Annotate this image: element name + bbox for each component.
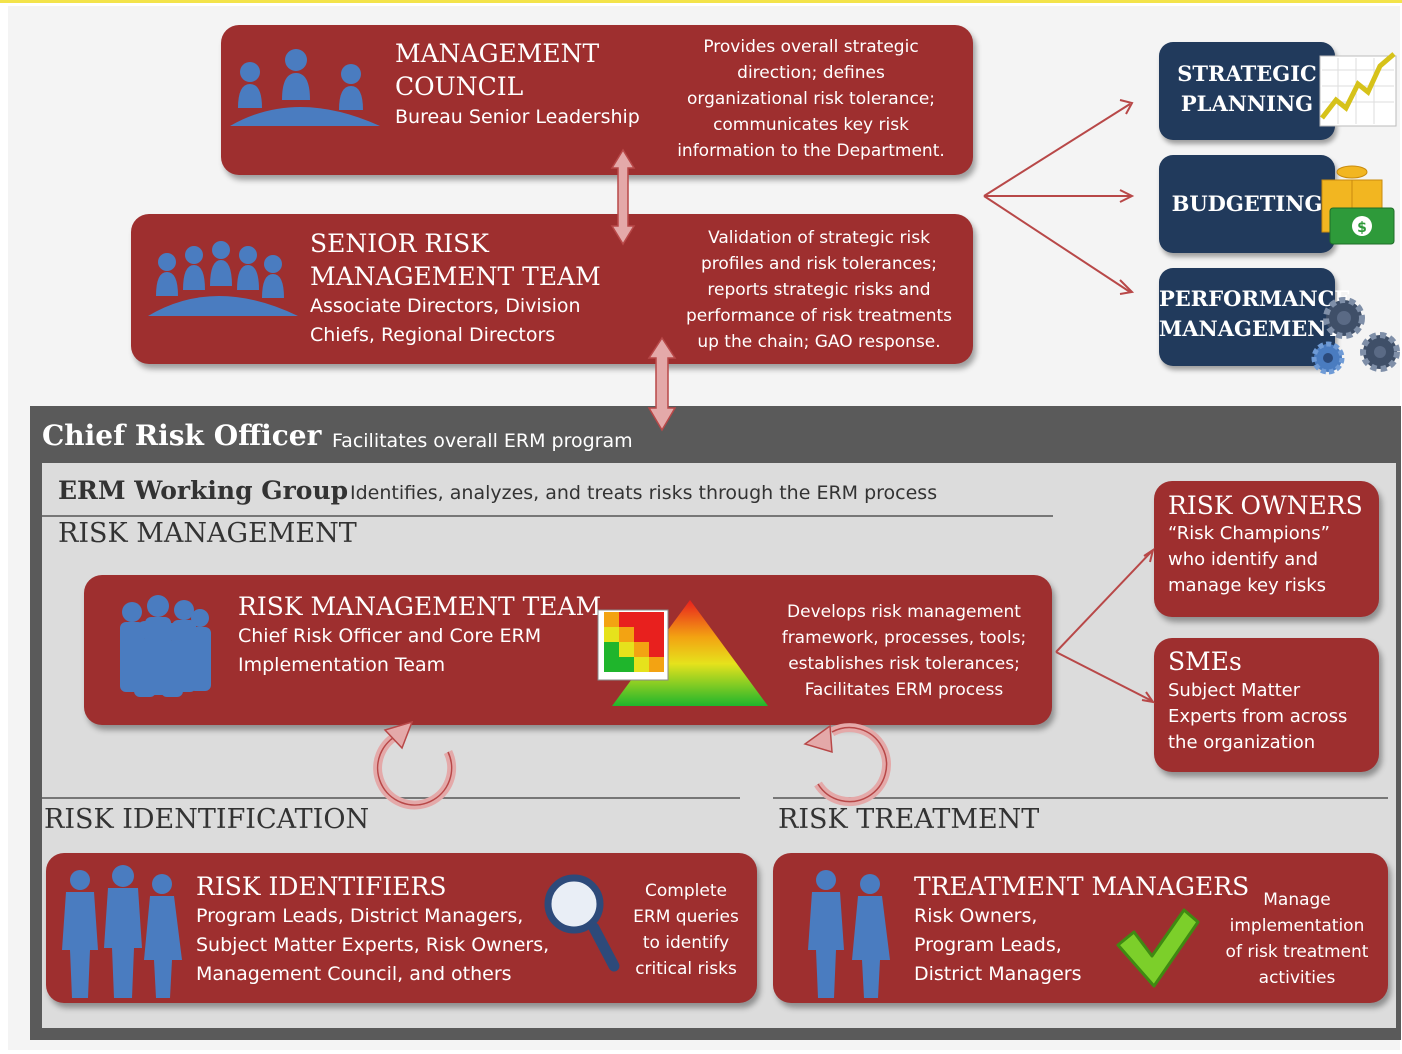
- performance-management-label: PERFORMANCE: [1159, 286, 1351, 311]
- risk-owners-description: “Risk Champions” who identify and manage…: [1168, 521, 1330, 599]
- desc-line: Manage: [1263, 890, 1331, 910]
- risk-identifiers-description: Complete ERM queries to identify critica…: [624, 878, 748, 982]
- erm-title: ERM Working Group: [58, 476, 349, 505]
- risk-management-team-subtitle: Chief Risk Officer and Core ERM Implemen…: [238, 622, 541, 680]
- smes-box: [1154, 638, 1379, 772]
- top-border: [0, 0, 1402, 3]
- cro-title: Chief Risk Officer: [42, 419, 322, 452]
- desc-line: activities: [1258, 968, 1336, 988]
- subtitle-line: Chief Risk Officer and Core ERM: [238, 625, 542, 647]
- desc-line: Experts from across: [1168, 706, 1348, 727]
- desc-line: Develops risk management: [787, 602, 1021, 622]
- desc-line: critical risks: [635, 959, 737, 979]
- desc-line: of risk treatment: [1225, 942, 1369, 962]
- subtitle-line: Management Council, and others: [196, 963, 512, 985]
- desc-line: communicates key risk: [713, 115, 909, 135]
- desc-line: Validation of strategic risk: [708, 228, 930, 248]
- performance-management-box: PERFORMANCE MANAGEMENT: [1159, 268, 1351, 366]
- desc-line: organizational risk tolerance;: [686, 89, 936, 109]
- risk-management-team-description: Develops risk management framework, proc…: [766, 599, 1042, 703]
- desc-line: “Risk Champions”: [1168, 523, 1330, 544]
- desc-line: profiles and risk tolerances;: [701, 254, 937, 274]
- section-risk-identification: RISK IDENTIFICATION: [44, 804, 370, 835]
- management-council-title-1: MANAGEMENT: [395, 39, 600, 68]
- management-council-subtitle: Bureau Senior Leadership: [395, 106, 640, 128]
- desc-line: establishes risk tolerances;: [788, 654, 1020, 674]
- risk-owners-box: [1154, 481, 1379, 617]
- risk-identifiers-subtitle: Program Leads, District Managers, Subjec…: [196, 902, 549, 989]
- subtitle-line: Program Leads, District Managers,: [196, 905, 524, 927]
- senior-risk-team-title-1: SENIOR RISK: [310, 229, 489, 258]
- senior-risk-team-subtitle: Associate Directors, Division Chiefs, Re…: [310, 292, 581, 350]
- desc-line: Facilitates ERM process: [804, 680, 1004, 700]
- subtitle-line: District Managers: [914, 963, 1082, 985]
- treatment-managers-description: Manage implementation of risk treatment …: [1216, 887, 1378, 991]
- strategic-planning-label: PLANNING: [1180, 91, 1314, 116]
- budgeting-label: BUDGETING: [1171, 191, 1323, 216]
- desc-line: who identify and: [1168, 549, 1319, 570]
- desc-line: information to the Department.: [677, 141, 945, 161]
- senior-risk-team-title-2: MANAGEMENT TEAM: [310, 262, 601, 291]
- subtitle-line: Program Leads,: [914, 934, 1062, 956]
- desc-line: Subject Matter: [1168, 680, 1301, 701]
- management-council-title-2: COUNCIL: [395, 72, 524, 101]
- identification-divider: [42, 797, 740, 799]
- desc-line: manage key risks: [1168, 575, 1327, 596]
- senior-risk-team-description: Validation of strategic risk profiles an…: [668, 225, 970, 355]
- desc-line: Provides overall strategic: [703, 37, 919, 57]
- desc-line: ERM queries: [633, 907, 739, 927]
- desc-line: Complete: [645, 881, 727, 901]
- desc-line: implementation: [1229, 916, 1365, 936]
- risk-management-team-box: [84, 575, 1052, 725]
- performance-management-label: MANAGEMENT: [1159, 316, 1343, 341]
- subtitle-line: Chiefs, Regional Directors: [310, 324, 556, 346]
- desc-line: up the chain; GAO response.: [697, 332, 941, 352]
- desc-line: reports strategic risks and: [707, 280, 931, 300]
- smes-description: Subject Matter Experts from across the o…: [1168, 678, 1347, 756]
- section-risk-treatment: RISK TREATMENT: [778, 804, 1040, 835]
- erm-divider: [42, 515, 1053, 517]
- risk-identifiers-title: RISK IDENTIFIERS: [196, 872, 447, 901]
- management-council-description: Provides overall strategic direction; de…: [660, 34, 962, 164]
- erm-description: Identifies, analyzes, and treats risks t…: [350, 482, 938, 504]
- desc-line: the organization: [1168, 732, 1316, 753]
- cro-description: Facilitates overall ERM program: [332, 430, 633, 452]
- subtitle-line: Risk Owners,: [914, 905, 1038, 927]
- subtitle-line: Implementation Team: [238, 654, 446, 676]
- strategic-planning-label: STRATEGIC: [1177, 61, 1317, 86]
- treatment-managers-title: TREATMENT MANAGERS: [914, 872, 1250, 901]
- strategic-planning-box: STRATEGIC PLANNING: [1159, 42, 1335, 140]
- subtitle-line: Associate Directors, Division: [310, 295, 581, 317]
- desc-line: to identify: [642, 933, 730, 953]
- smes-title: SMEs: [1168, 647, 1242, 676]
- subtitle-line: Subject Matter Experts, Risk Owners,: [196, 934, 550, 956]
- treatment-managers-subtitle: Risk Owners, Program Leads, District Man…: [914, 902, 1081, 989]
- desc-line: performance of risk treatments: [685, 306, 953, 326]
- desc-line: framework, processes, tools;: [781, 628, 1027, 648]
- budgeting-box: BUDGETING: [1159, 155, 1335, 253]
- section-risk-management: RISK MANAGEMENT: [58, 518, 357, 549]
- desc-line: direction; defines: [737, 63, 885, 83]
- risk-owners-title: RISK OWNERS: [1168, 491, 1363, 520]
- risk-management-team-title: RISK MANAGEMENT TEAM: [238, 592, 602, 621]
- treatment-divider: [773, 797, 1388, 799]
